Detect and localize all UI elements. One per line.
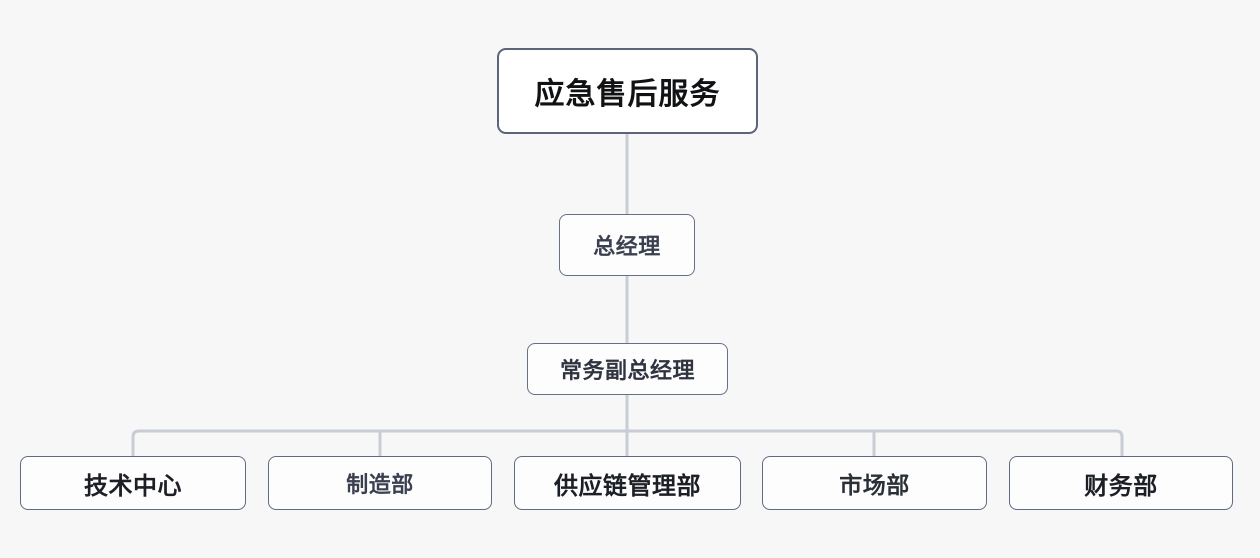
connector-bus <box>131 429 1124 456</box>
node-executive-deputy-general-manager[interactable]: 常务副总经理 <box>527 343 728 395</box>
node-finance-department[interactable]: 财务部 <box>1009 456 1233 510</box>
node-manufacturing-department[interactable]: 制造部 <box>268 456 492 510</box>
node-emergency-after-sales-service[interactable]: 应急售后服务 <box>497 48 758 134</box>
node-general-manager[interactable]: 总经理 <box>559 214 695 276</box>
node-technology-center[interactable]: 技术中心 <box>20 456 246 510</box>
node-marketing-department[interactable]: 市场部 <box>762 456 987 510</box>
node-supply-chain-management-department[interactable]: 供应链管理部 <box>514 456 741 510</box>
